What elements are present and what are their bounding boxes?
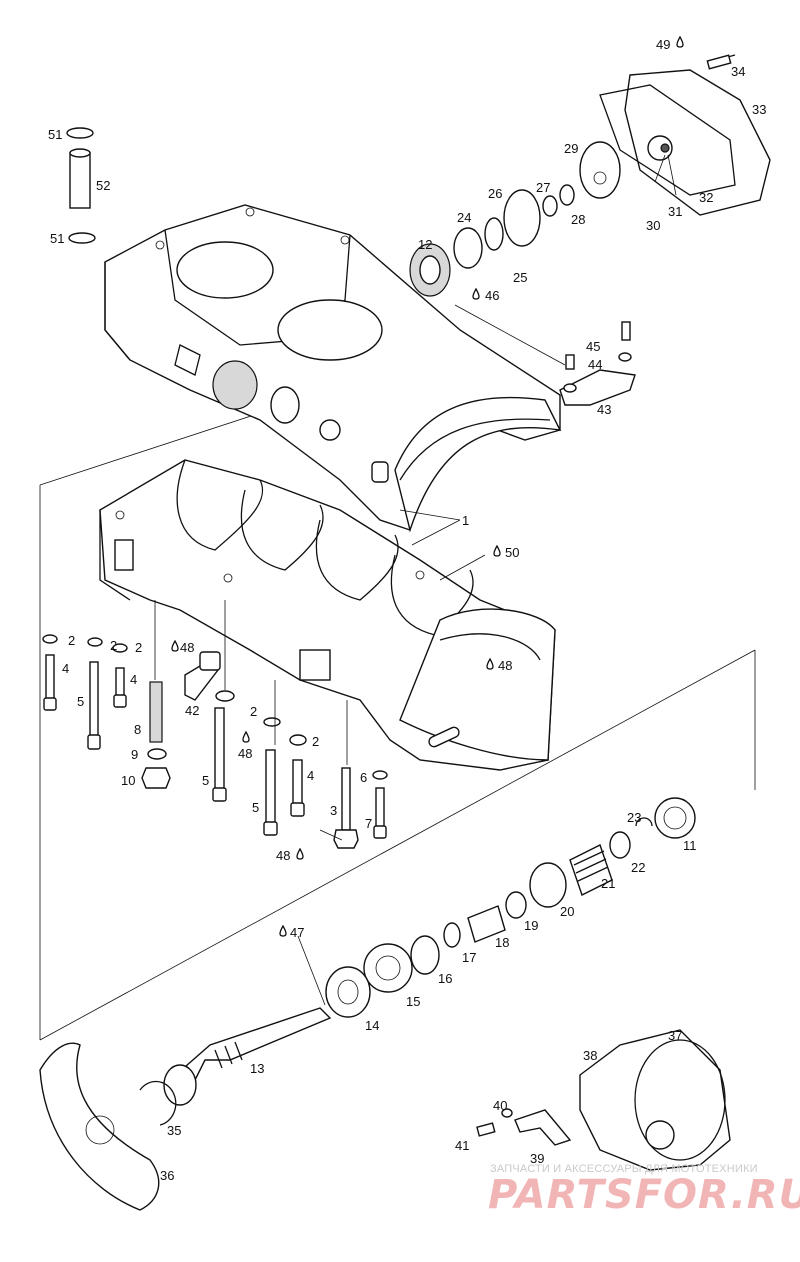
callout-32: 32 <box>699 190 713 205</box>
callout-2: 2 <box>250 704 257 719</box>
callout-36: 36 <box>160 1168 174 1183</box>
callout-19: 19 <box>524 918 538 933</box>
callout-2: 2 <box>68 633 75 648</box>
hose-group <box>66 127 96 244</box>
callout-8: 8 <box>134 722 141 737</box>
callout-31: 31 <box>668 204 682 219</box>
callout-4: 4 <box>307 768 314 783</box>
callout-12: 12 <box>418 237 432 252</box>
callout-2: 2 <box>110 638 117 653</box>
callout-23: 23 <box>627 810 641 825</box>
drop-icon <box>296 847 304 860</box>
callout-27: 27 <box>536 180 550 195</box>
callout-35: 35 <box>167 1123 181 1138</box>
watermark-tagline: ЗАПЧАСТИ И АКСЕССУАРЫ ДЛЯ МОТОТЕХНИКИ <box>490 1163 758 1175</box>
fastener-group <box>42 600 388 849</box>
callout-3: 3 <box>330 803 337 818</box>
callout-21: 21 <box>601 876 615 891</box>
callout-44: 44 <box>588 357 602 372</box>
drop-icon <box>493 544 501 557</box>
callout-52: 52 <box>96 178 110 193</box>
callout-48: 48 <box>238 746 252 761</box>
callout-22: 22 <box>631 860 645 875</box>
drive-shaft-group <box>39 797 696 1211</box>
callout-4: 4 <box>130 672 137 687</box>
drop-icon <box>676 35 684 48</box>
sealant-drop-icons <box>171 35 684 937</box>
upper-crankcase <box>104 204 562 533</box>
callout-9: 9 <box>131 747 138 762</box>
callout-2: 2 <box>135 640 142 655</box>
callout-15: 15 <box>406 994 420 1009</box>
callout-24: 24 <box>457 210 471 225</box>
callout-16: 16 <box>438 971 452 986</box>
callout-10: 10 <box>121 773 135 788</box>
drop-icon <box>242 730 250 743</box>
callout-2: 2 <box>312 734 319 749</box>
callout-50: 50 <box>505 545 519 560</box>
callout-43: 43 <box>597 402 611 417</box>
callout-48: 48 <box>498 658 512 673</box>
callout-49: 49 <box>656 37 670 52</box>
callout-labels: 1 2 2 2 2 2 3 4 4 4 5 5 5 6 7 8 9 10 11 … <box>48 37 766 1183</box>
callout-20: 20 <box>560 904 574 919</box>
callout-6: 6 <box>360 770 367 785</box>
callout-28: 28 <box>571 212 585 227</box>
callout-11: 11 <box>683 838 697 853</box>
callout-14: 14 <box>365 1018 379 1033</box>
lower-crankcase <box>99 459 556 771</box>
callout-5: 5 <box>252 800 259 815</box>
callout-5: 5 <box>77 694 84 709</box>
callout-41: 41 <box>455 1138 469 1153</box>
bracket-group <box>454 304 636 406</box>
callout-46: 46 <box>485 288 499 303</box>
callout-45: 45 <box>586 339 600 354</box>
callout-26: 26 <box>488 186 502 201</box>
callout-34: 34 <box>731 64 745 79</box>
rotary-valve-group <box>409 54 771 297</box>
drop-icon <box>486 657 494 670</box>
callout-47: 47 <box>290 925 304 940</box>
callout-40: 40 <box>493 1098 507 1113</box>
magneto-housing-group <box>476 1029 731 1171</box>
callout-48: 48 <box>180 640 194 655</box>
callout-4: 4 <box>62 661 69 676</box>
drop-icon <box>279 924 287 937</box>
drop-icon <box>171 639 179 652</box>
leader-lines <box>297 154 677 1006</box>
callout-30: 30 <box>646 218 660 233</box>
callout-29: 29 <box>564 141 578 156</box>
callout-7: 7 <box>365 816 372 831</box>
callout-33: 33 <box>752 102 766 117</box>
drop-icon <box>472 287 480 300</box>
callout-25: 25 <box>513 270 527 285</box>
callout-42: 42 <box>185 703 199 718</box>
watermark-brand: PARTSFOR.RU <box>488 1172 800 1218</box>
callout-51: 51 <box>50 231 64 246</box>
callout-17: 17 <box>462 950 476 965</box>
callout-37: 37 <box>668 1028 682 1043</box>
callout-18: 18 <box>495 935 509 950</box>
callout-13: 13 <box>250 1061 264 1076</box>
callout-1: 1 <box>462 513 469 528</box>
callout-5: 5 <box>202 773 209 788</box>
callout-48: 48 <box>276 848 290 863</box>
callout-51: 51 <box>48 127 62 142</box>
callout-38: 38 <box>583 1048 597 1063</box>
callout-39: 39 <box>530 1151 544 1166</box>
